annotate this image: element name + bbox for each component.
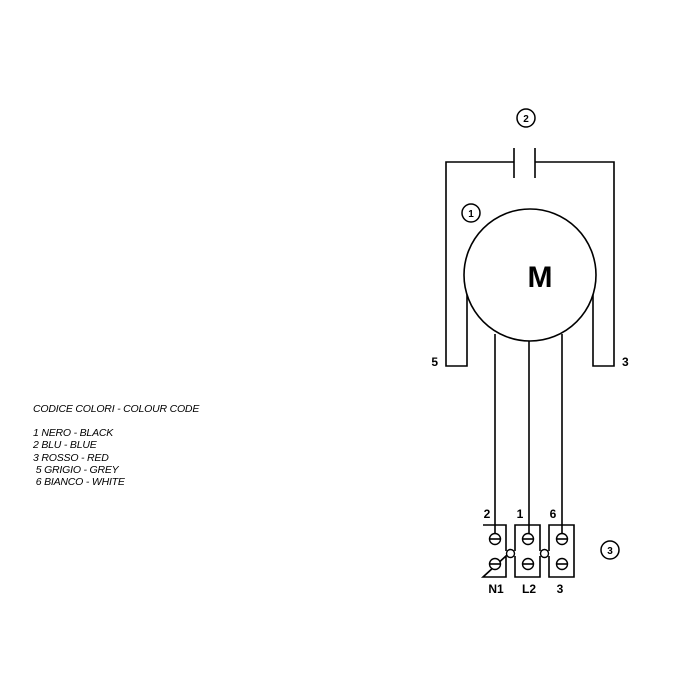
motor-icon: M	[463, 208, 597, 342]
callout-circle	[600, 540, 620, 560]
legend-item-red: 3 ROSSO - RED	[33, 451, 109, 464]
callout-number: 1	[468, 209, 474, 220]
motor-symbol: M	[528, 261, 553, 294]
motor-leads	[494, 334, 563, 535]
capacitor-loop-wire	[445, 161, 615, 367]
wire-label-6: 6	[550, 507, 557, 521]
callout-motor: 1	[461, 203, 481, 223]
callout-circle	[516, 108, 536, 128]
screw-icon	[488, 557, 569, 571]
callout-number: 3	[607, 546, 613, 557]
legend-item-blue: 2 BLU - BLUE	[33, 439, 97, 452]
terminal-label-l2: L2	[522, 582, 536, 596]
wire-label-1: 1	[517, 507, 524, 521]
legend-title: CODICE COLORI - COLOUR CODE	[33, 403, 200, 415]
wire-label-2: 2	[484, 507, 491, 521]
legend-item-grey: 5 GRIGIO - GREY	[33, 463, 119, 476]
capacitor-icon	[513, 148, 536, 178]
terminal-block	[480, 524, 575, 578]
callout-circle	[461, 203, 481, 223]
callout-number: 2	[523, 114, 529, 125]
callout-capacitor: 2	[516, 108, 536, 128]
screw-icon	[488, 532, 569, 546]
terminal-label-n1: N1	[488, 582, 504, 596]
loop-label-right: 3	[622, 355, 629, 369]
legend-item-black: 1 NERO - BLACK	[33, 427, 114, 440]
colour-code-legend: CODICE COLORI - COLOUR CODE 1 NERO - BLA…	[33, 403, 199, 488]
loop-label-left: 5	[431, 355, 438, 369]
terminal-label-3: 3	[557, 582, 564, 596]
callout-terminal-block: 3	[600, 540, 620, 560]
legend-item-white: 6 BIANCO - WHITE	[33, 476, 125, 489]
